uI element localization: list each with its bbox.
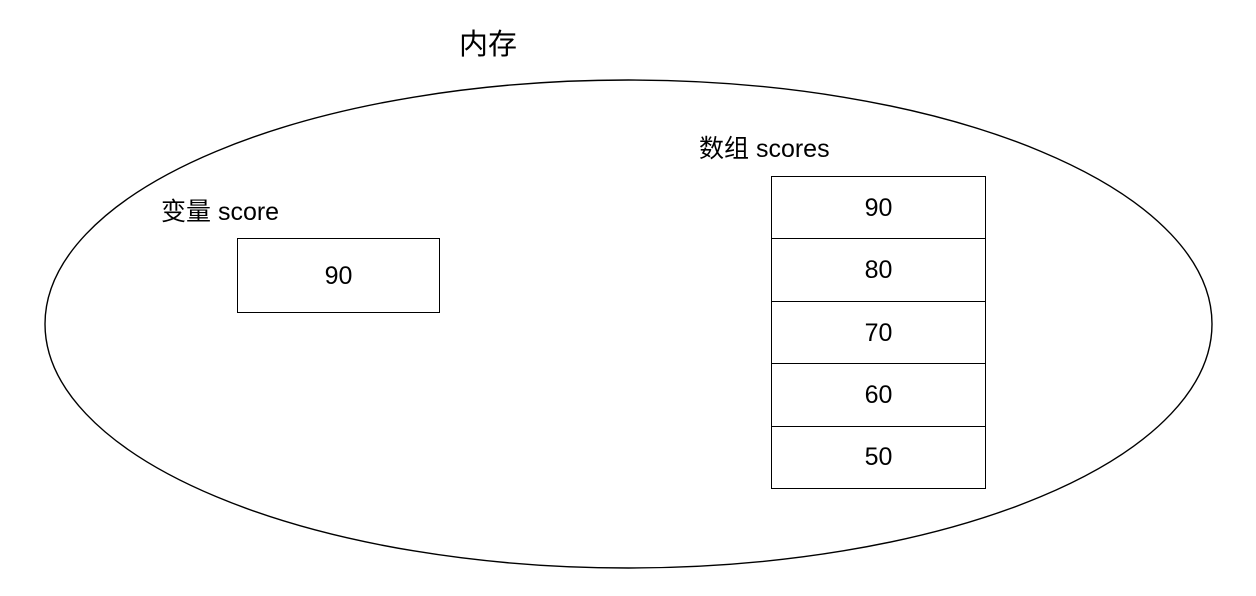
array-cell: 90	[772, 177, 985, 240]
array-cell-value: 90	[864, 193, 893, 222]
variable-box: 90	[237, 238, 440, 313]
array-label: 数组 scores	[699, 135, 830, 163]
array-cell-value: 60	[864, 380, 893, 409]
array-box: 90 80 70 60 50	[771, 176, 986, 489]
memory-title: 内存	[458, 29, 517, 61]
array-cell: 60	[772, 364, 985, 427]
variable-value: 90	[324, 261, 353, 290]
array-cell: 50	[772, 427, 985, 488]
array-cell: 80	[772, 239, 985, 302]
array-cell-value: 80	[864, 256, 893, 285]
variable-label: 变量 score	[161, 198, 280, 226]
memory-ellipse-outline	[44, 79, 1213, 569]
array-cell: 70	[772, 302, 985, 365]
array-cell-value: 70	[864, 318, 893, 347]
array-cell-value: 50	[864, 443, 893, 472]
